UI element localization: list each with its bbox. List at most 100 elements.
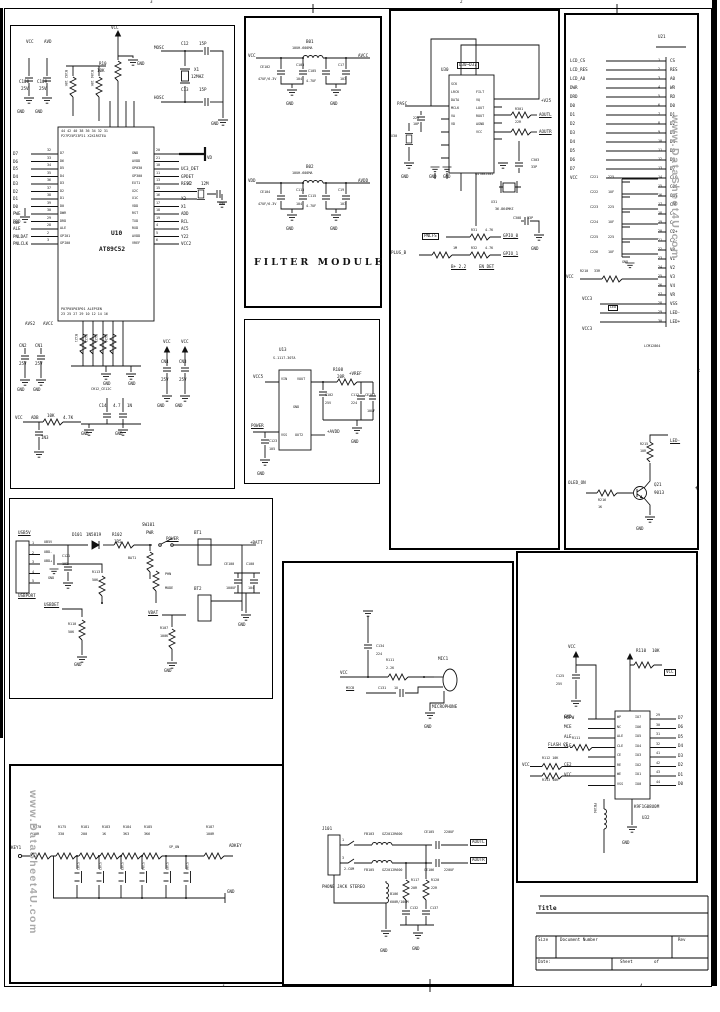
schematic-label: 224 bbox=[351, 401, 358, 405]
schematic-label: ADB bbox=[31, 415, 39, 420]
schematic-label: 44 42 40 38 36 34 32 31 bbox=[61, 129, 108, 133]
schematic-label: TXD bbox=[132, 218, 139, 223]
schematic-label: GND bbox=[81, 431, 89, 436]
schematic-label: 2 bbox=[47, 230, 50, 235]
schematic-label: MICROPHONE bbox=[432, 704, 458, 709]
schematic-label: 105 bbox=[269, 447, 276, 451]
schematic-label: AOUTL bbox=[470, 839, 487, 846]
schematic-label: POWER bbox=[251, 423, 264, 428]
schematic-label: 10 bbox=[658, 139, 663, 143]
schematic-label: D0 bbox=[60, 203, 65, 208]
schematic-label: C123 bbox=[269, 439, 278, 443]
schematic-label: OUT2 bbox=[295, 433, 304, 437]
schematic-label: GND bbox=[175, 403, 183, 408]
schematic-label: AVS2 bbox=[25, 321, 36, 326]
schematic-label: VBAT bbox=[148, 610, 159, 615]
schematic-label: FILTER MODULE bbox=[254, 257, 385, 268]
schematic-label: 4 bbox=[32, 569, 35, 574]
schematic-label: Y22 bbox=[181, 233, 189, 239]
schematic-label: 20R bbox=[411, 886, 418, 890]
schematic-label: 220 bbox=[413, 116, 420, 120]
schematic-label: R181 bbox=[81, 825, 90, 829]
schematic-label: VDD bbox=[248, 178, 256, 183]
schematic-label: V3 bbox=[670, 273, 676, 279]
schematic-label: R187 bbox=[206, 825, 215, 829]
schematic-label: 23 25 27 29 10 12 14 16 bbox=[61, 312, 108, 316]
schematic-label: DATA bbox=[451, 98, 460, 102]
schematic-label: D0 bbox=[678, 781, 684, 786]
schematic-label: PRD bbox=[13, 218, 21, 224]
schematic-label: KEY1 bbox=[11, 845, 22, 850]
schematic-label: LCM12864 bbox=[644, 344, 661, 348]
schematic-label: GND bbox=[564, 714, 572, 719]
schematic-label: GPI01 bbox=[60, 233, 71, 238]
schematic-label: U10 bbox=[111, 230, 123, 237]
schematic-label: GND bbox=[286, 101, 294, 106]
schematic-label: OUT bbox=[670, 192, 678, 198]
schematic-label: C108 bbox=[19, 79, 30, 84]
schematic-label: 8 bbox=[658, 121, 661, 125]
schematic-label: CE102 bbox=[260, 65, 271, 69]
schematic-label: 32 bbox=[47, 148, 52, 152]
schematic-label: PLUG_B bbox=[391, 250, 407, 255]
schematic-label: VD bbox=[207, 155, 213, 160]
schematic-label: 1K bbox=[102, 832, 107, 836]
schematic-label: VREF bbox=[132, 241, 141, 245]
schematic-label: VCC bbox=[564, 771, 572, 777]
schematic-label: 1UF bbox=[608, 220, 615, 224]
schematic-label: D7 bbox=[60, 151, 65, 155]
schematic-label: 15 bbox=[156, 185, 161, 190]
schematic-label: AOUTR bbox=[539, 129, 552, 134]
keys-wires bbox=[17, 852, 233, 903]
schematic-label: ADKEY bbox=[229, 843, 242, 848]
schematic-label: 13 bbox=[156, 178, 161, 182]
schematic-label: D7 bbox=[570, 165, 576, 171]
schematic-label: FB103 bbox=[364, 832, 375, 836]
schematic-label: RXD bbox=[132, 226, 139, 230]
schematic-label: R210 bbox=[580, 269, 589, 273]
schematic-label: 3K6 bbox=[144, 832, 151, 836]
schematic-label: GPIO_1 bbox=[503, 251, 519, 256]
schematic-label: 12M bbox=[201, 181, 209, 186]
schematic-label: GP300 bbox=[132, 173, 143, 178]
schematic-label: DRD bbox=[60, 218, 67, 223]
schematic-label: 2-COM bbox=[344, 867, 355, 871]
schematic-label: 13 bbox=[658, 166, 663, 170]
schematic-label: 18 bbox=[156, 208, 161, 212]
schematic-label: MODE bbox=[165, 586, 174, 590]
schematic-label: VA bbox=[451, 114, 456, 118]
schematic-label: CE105 bbox=[424, 830, 435, 834]
schematic-label: 16 bbox=[658, 193, 663, 197]
schematic-label: 10R bbox=[640, 449, 647, 453]
schematic-label: VCC bbox=[111, 25, 119, 30]
schematic-label: D6 bbox=[670, 156, 676, 162]
schematic-label: 11 bbox=[156, 170, 161, 175]
schematic-label: DWR bbox=[570, 84, 578, 90]
schematic-label: 16 bbox=[156, 193, 161, 197]
schematic-label: 4 bbox=[658, 85, 661, 89]
schematic-label: Rev bbox=[678, 937, 686, 942]
schematic-label: CE106 bbox=[424, 868, 435, 872]
schematic-label: VCC bbox=[163, 339, 171, 344]
schematic-label: PNLDAT bbox=[13, 233, 29, 239]
schematic-label: 100UF bbox=[226, 586, 237, 590]
watermark-text: www.DataSheet4U.com bbox=[27, 790, 39, 935]
schematic-label: 38 bbox=[47, 193, 52, 197]
schematic-label: GND bbox=[137, 61, 145, 66]
schematic-label: VSS bbox=[617, 781, 624, 786]
schematic-label: 47UF/6.3V bbox=[258, 77, 277, 81]
dac-wires bbox=[403, 38, 545, 259]
schematic-label: 10R bbox=[33, 832, 40, 836]
schematic-label: P27P25P23P21 X2X1RSTEA bbox=[61, 134, 106, 138]
schematic-label: 14 bbox=[658, 175, 663, 179]
schematic-label: 1M bbox=[453, 246, 458, 250]
schematic-label: GND bbox=[74, 662, 82, 667]
schematic-label: A0 bbox=[670, 75, 676, 81]
schematic-label: 2 bbox=[32, 550, 35, 555]
schematic-label: S-1117-30TA bbox=[273, 356, 296, 360]
schematic-label: 25V bbox=[556, 682, 563, 686]
